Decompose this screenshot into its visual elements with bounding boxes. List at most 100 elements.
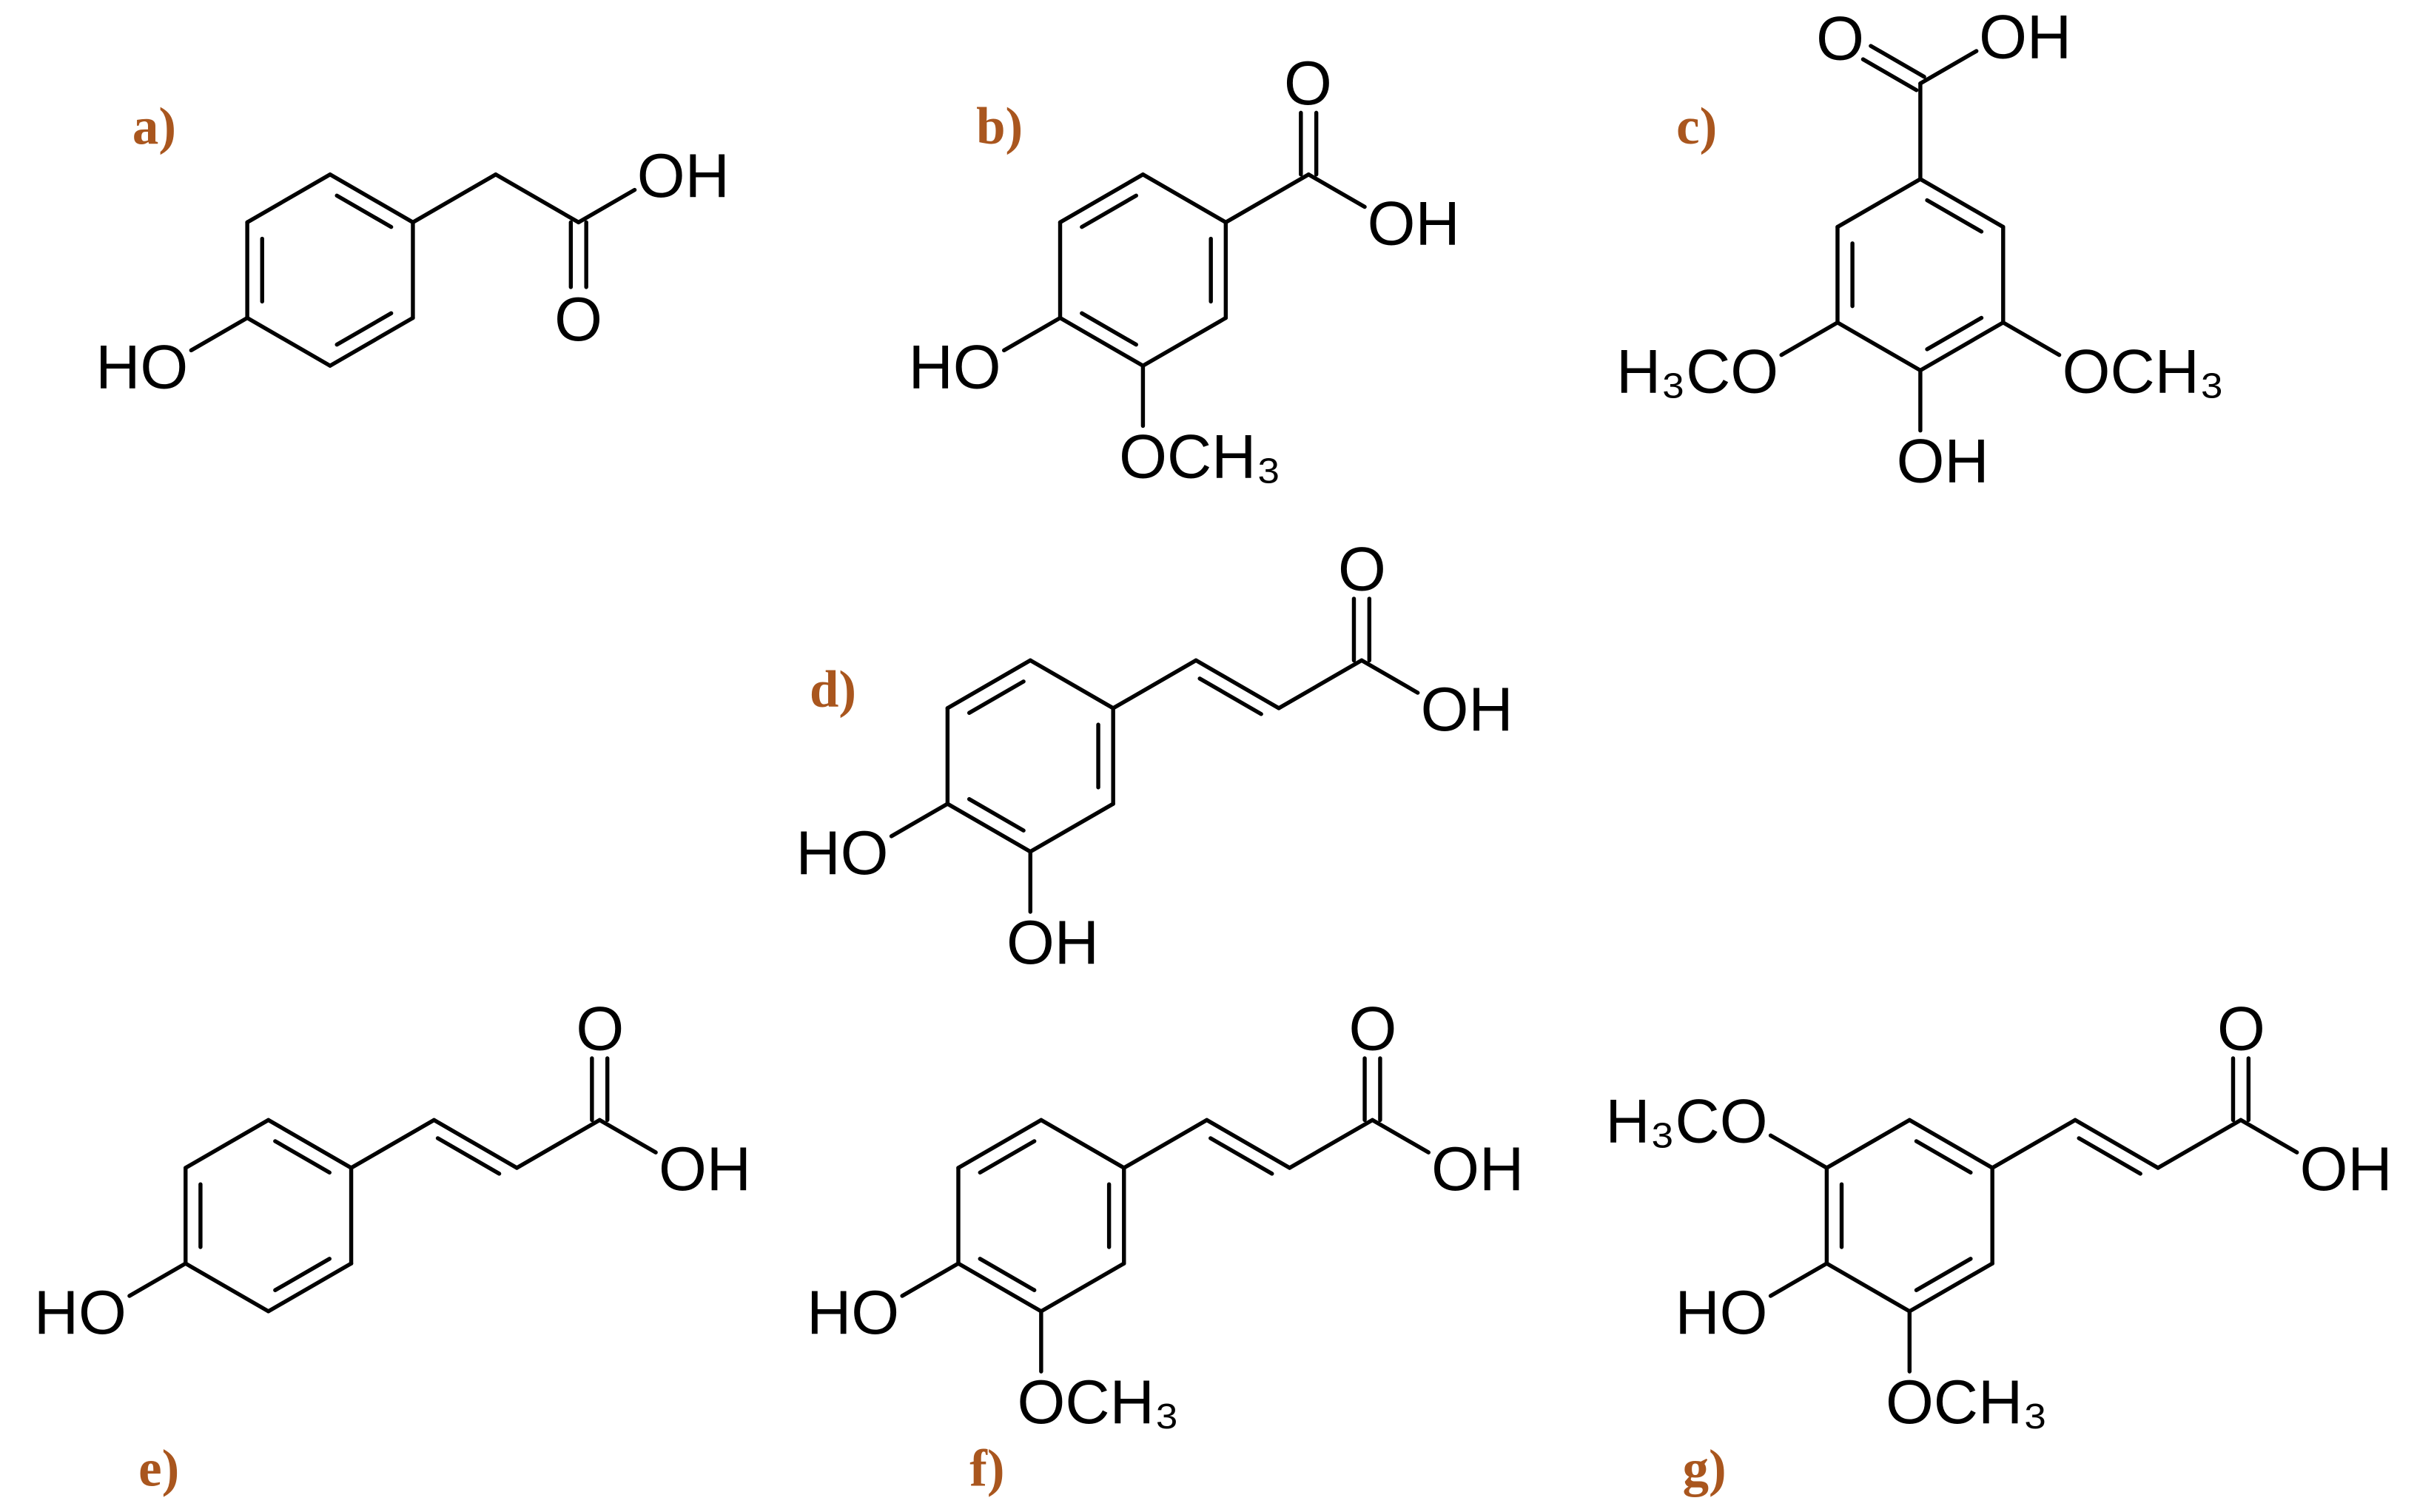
b-ring-bond xyxy=(1140,315,1228,368)
c-ring-inner-bond xyxy=(1925,315,1984,352)
e-hydroxyl-label: HO xyxy=(34,1278,127,1347)
b-ring-inner-bond xyxy=(1080,311,1138,347)
f-acyl-bond xyxy=(1287,1118,1375,1170)
g-methoxy-top-label: H₃CO xyxy=(1605,1087,1767,1156)
a-hydroxyl-label: HO xyxy=(95,332,188,401)
a-hydroxyl-bond xyxy=(189,315,249,353)
b-hydroxyl-bond xyxy=(1001,315,1063,353)
g-hydroxyl-label: HO xyxy=(1675,1278,1767,1347)
e-ring-bond xyxy=(266,1261,354,1314)
structure-f: f) O OH HO OCH₃ xyxy=(807,995,1524,1498)
g-ring-bond xyxy=(1824,1118,1912,1170)
a-ring-bond xyxy=(328,315,415,368)
g-ring-bond xyxy=(1907,1118,1994,1170)
f-alkene-bond xyxy=(1204,1118,1292,1170)
e-carbonyl-o-label: O xyxy=(576,995,624,1064)
panel-label-c: c) xyxy=(1676,98,1717,155)
d-ring-bond xyxy=(1028,802,1115,854)
d-ring-bond xyxy=(945,658,1032,710)
b-ring-bond xyxy=(1058,315,1146,368)
e-alkene-bond xyxy=(431,1118,520,1170)
g-alkene-bond xyxy=(2073,1118,2160,1170)
f-ring-inner-bond xyxy=(978,1257,1037,1292)
b-methoxy-label: OCH₃ xyxy=(1119,422,1281,491)
b-carboxyl-oh-label: OH xyxy=(1368,189,1460,258)
panel-label-a: a) xyxy=(132,98,176,155)
a-carbonyl-o-label: O xyxy=(554,285,602,354)
e-ring-bond xyxy=(184,1261,271,1314)
d-ring-bond xyxy=(945,802,1032,854)
a-ring-bond xyxy=(245,172,332,225)
structure-g: g) O OH H₃CO HO OCH₃ xyxy=(1605,995,2392,1498)
f-methoxy-label: OCH₃ xyxy=(1018,1368,1180,1437)
d-hydroxyl-meta-label: OH xyxy=(1006,908,1099,977)
a-ring-inner-bond xyxy=(335,311,394,347)
b-hydroxyl-label: HO xyxy=(909,332,1001,401)
e-carboxyl-oh-label: OH xyxy=(659,1135,751,1203)
c-methoxy-left-bond xyxy=(1779,320,1840,357)
f-ring-bond xyxy=(956,1261,1043,1314)
g-hydroxyl-bond xyxy=(1768,1261,1829,1298)
f-hydroxyl-label: HO xyxy=(807,1278,899,1347)
c-methoxy-left-label: H₃CO xyxy=(1616,337,1778,406)
c-ring-bond xyxy=(1918,320,2006,373)
panel-label-g: g) xyxy=(1683,1439,1727,1497)
f-carboxyl-oh-bond xyxy=(1370,1118,1431,1155)
g-methoxy-bottom-label: OCH₃ xyxy=(1886,1368,2048,1437)
d-ring-inner-bond xyxy=(967,797,1026,833)
c-carbonyl-bond xyxy=(1860,57,1919,93)
c-ring-bond xyxy=(1835,177,1923,229)
f-vinyl-bond xyxy=(1122,1118,1209,1170)
f-ring-bond xyxy=(956,1118,1043,1170)
c-methoxy-right-label: OCH₃ xyxy=(2063,337,2225,406)
a-ring-inner-bond xyxy=(335,193,394,229)
b-ring-bond xyxy=(1058,172,1146,225)
d-carboxyl-oh-label: OH xyxy=(1421,675,1513,744)
c-ring-bond xyxy=(1835,320,1923,373)
f-ring-bond xyxy=(1039,1261,1126,1314)
e-vinyl-bond xyxy=(349,1118,437,1170)
f-hydroxyl-bond xyxy=(900,1261,961,1298)
panel-label-f: f) xyxy=(969,1439,1004,1497)
g-carboxyl-oh-bond xyxy=(2239,1118,2299,1155)
f-alkene-bond-inner xyxy=(1208,1136,1274,1176)
d-acyl-bond xyxy=(1277,658,1364,710)
g-ring-inner-bond xyxy=(1914,1257,1973,1292)
e-hydroxyl-bond xyxy=(127,1261,188,1298)
a-c-c-bond xyxy=(494,172,581,225)
structure-b: b) O OH HO OCH₃ xyxy=(909,49,1460,491)
c-carboxyl-oh-label: OH xyxy=(1979,2,2071,71)
d-hydroxyl-bond xyxy=(889,802,950,839)
f-ring-inner-bond xyxy=(978,1139,1037,1175)
a-carboxyl-oh-label: OH xyxy=(637,141,730,210)
d-alkene-bond xyxy=(1194,658,1281,710)
d-ring-inner-bond xyxy=(967,679,1026,715)
panel-label-d: d) xyxy=(810,661,856,719)
d-ring-bond xyxy=(1028,658,1115,710)
g-carbonyl-o-label: O xyxy=(2217,995,2265,1064)
d-alkene-bond-inner xyxy=(1197,676,1263,716)
c-ring-inner-bond xyxy=(1925,198,1984,234)
d-carbonyl-o-label: O xyxy=(1338,534,1386,603)
e-acyl-bond xyxy=(514,1118,602,1170)
f-ring-bond xyxy=(1039,1118,1126,1170)
structure-a: a) OH O HO xyxy=(95,98,730,401)
d-carboxyl-oh-bond xyxy=(1359,658,1420,695)
structure-c: c) O OH H₃CO OCH₃ OH xyxy=(1616,2,2225,495)
d-vinyl-bond xyxy=(1111,658,1198,710)
b-carbonyl-o-label: O xyxy=(1284,49,1332,118)
b-carboxyl-bond xyxy=(1223,172,1311,225)
b-ring-bond xyxy=(1140,172,1228,225)
g-ring-inner-bond xyxy=(1914,1139,1973,1175)
g-carboxyl-oh-label: OH xyxy=(2300,1135,2393,1203)
panel-label-e: e) xyxy=(138,1439,179,1497)
f-carboxyl-oh-label: OH xyxy=(1431,1135,1524,1203)
c-carbonyl-bond xyxy=(1869,44,1926,79)
g-acyl-bond xyxy=(2156,1118,2243,1170)
c-carboxyl-oh-bond xyxy=(1918,49,1979,86)
panel-label-b: b) xyxy=(976,98,1023,155)
b-ring-inner-bond xyxy=(1080,193,1138,229)
d-hydroxyl-label: HO xyxy=(796,819,888,887)
g-alkene-bond-inner xyxy=(2077,1136,2142,1176)
